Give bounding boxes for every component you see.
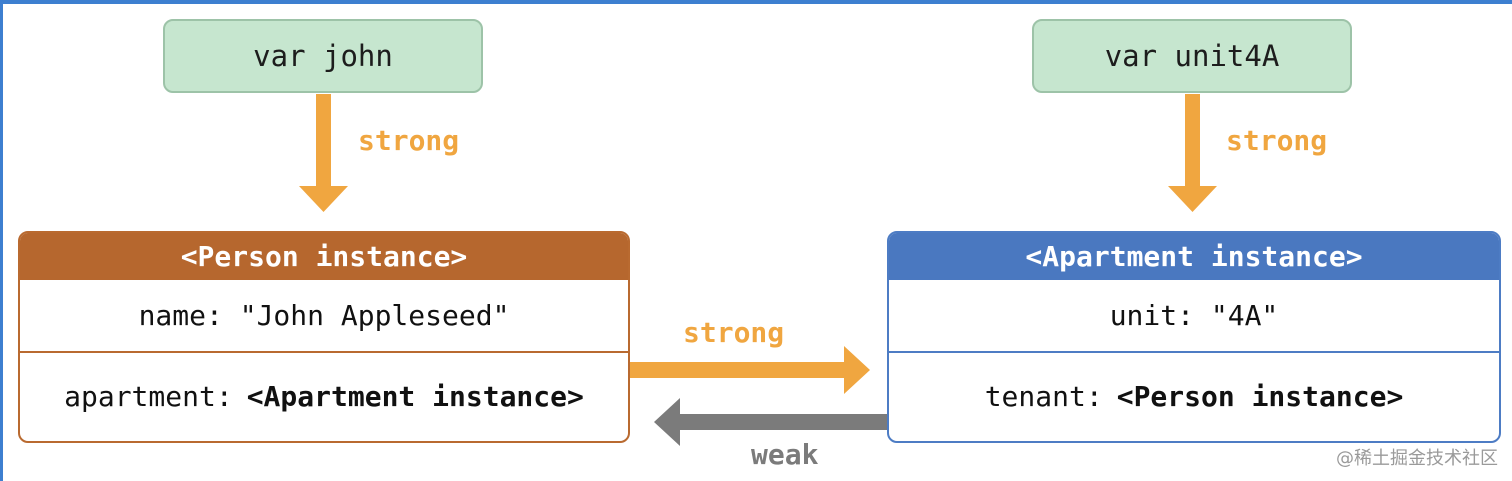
apartment-tenant-value: <Person instance> xyxy=(1116,379,1404,413)
person-apartment-value: <Apartment instance> xyxy=(246,379,584,413)
strong-arrow-unit xyxy=(1168,94,1217,212)
weak-arrow-link xyxy=(654,398,887,446)
watermark: @稀土掘金技术社区 xyxy=(1336,448,1498,469)
strong-arrow-link xyxy=(630,346,870,394)
var-unit4a-label: var unit4A xyxy=(1104,39,1280,73)
person-apartment-key: apartment: xyxy=(64,379,233,413)
person-apartment-row: apartment: <Apartment instance> xyxy=(20,353,628,439)
person-name-row: name: "John Appleseed" xyxy=(20,280,628,353)
var-john-box: var john xyxy=(163,19,483,93)
strong-label-link: strong xyxy=(683,316,785,349)
var-unit4a-box: var unit4A xyxy=(1032,19,1352,93)
apartment-instance-box: <Apartment instance> unit: "4A" tenant: … xyxy=(887,231,1501,443)
apartment-tenant-key: tenant: xyxy=(984,379,1103,413)
apartment-instance-header: <Apartment instance> xyxy=(889,233,1499,280)
var-john-label: var john xyxy=(253,39,393,73)
person-instance-header: <Person instance> xyxy=(20,233,628,280)
person-name-text: name: "John Appleseed" xyxy=(138,299,510,332)
apartment-unit-row: unit: "4A" xyxy=(889,280,1499,353)
apartment-unit-text: unit: "4A" xyxy=(1109,299,1279,332)
strong-arrow-john xyxy=(299,94,348,212)
strong-label-john: strong xyxy=(358,124,460,157)
strong-label-unit: strong xyxy=(1226,124,1328,157)
weak-label-link: weak xyxy=(751,438,819,471)
person-instance-box: <Person instance> name: "John Appleseed"… xyxy=(18,231,630,443)
apartment-tenant-row: tenant: <Person instance> xyxy=(889,353,1499,439)
